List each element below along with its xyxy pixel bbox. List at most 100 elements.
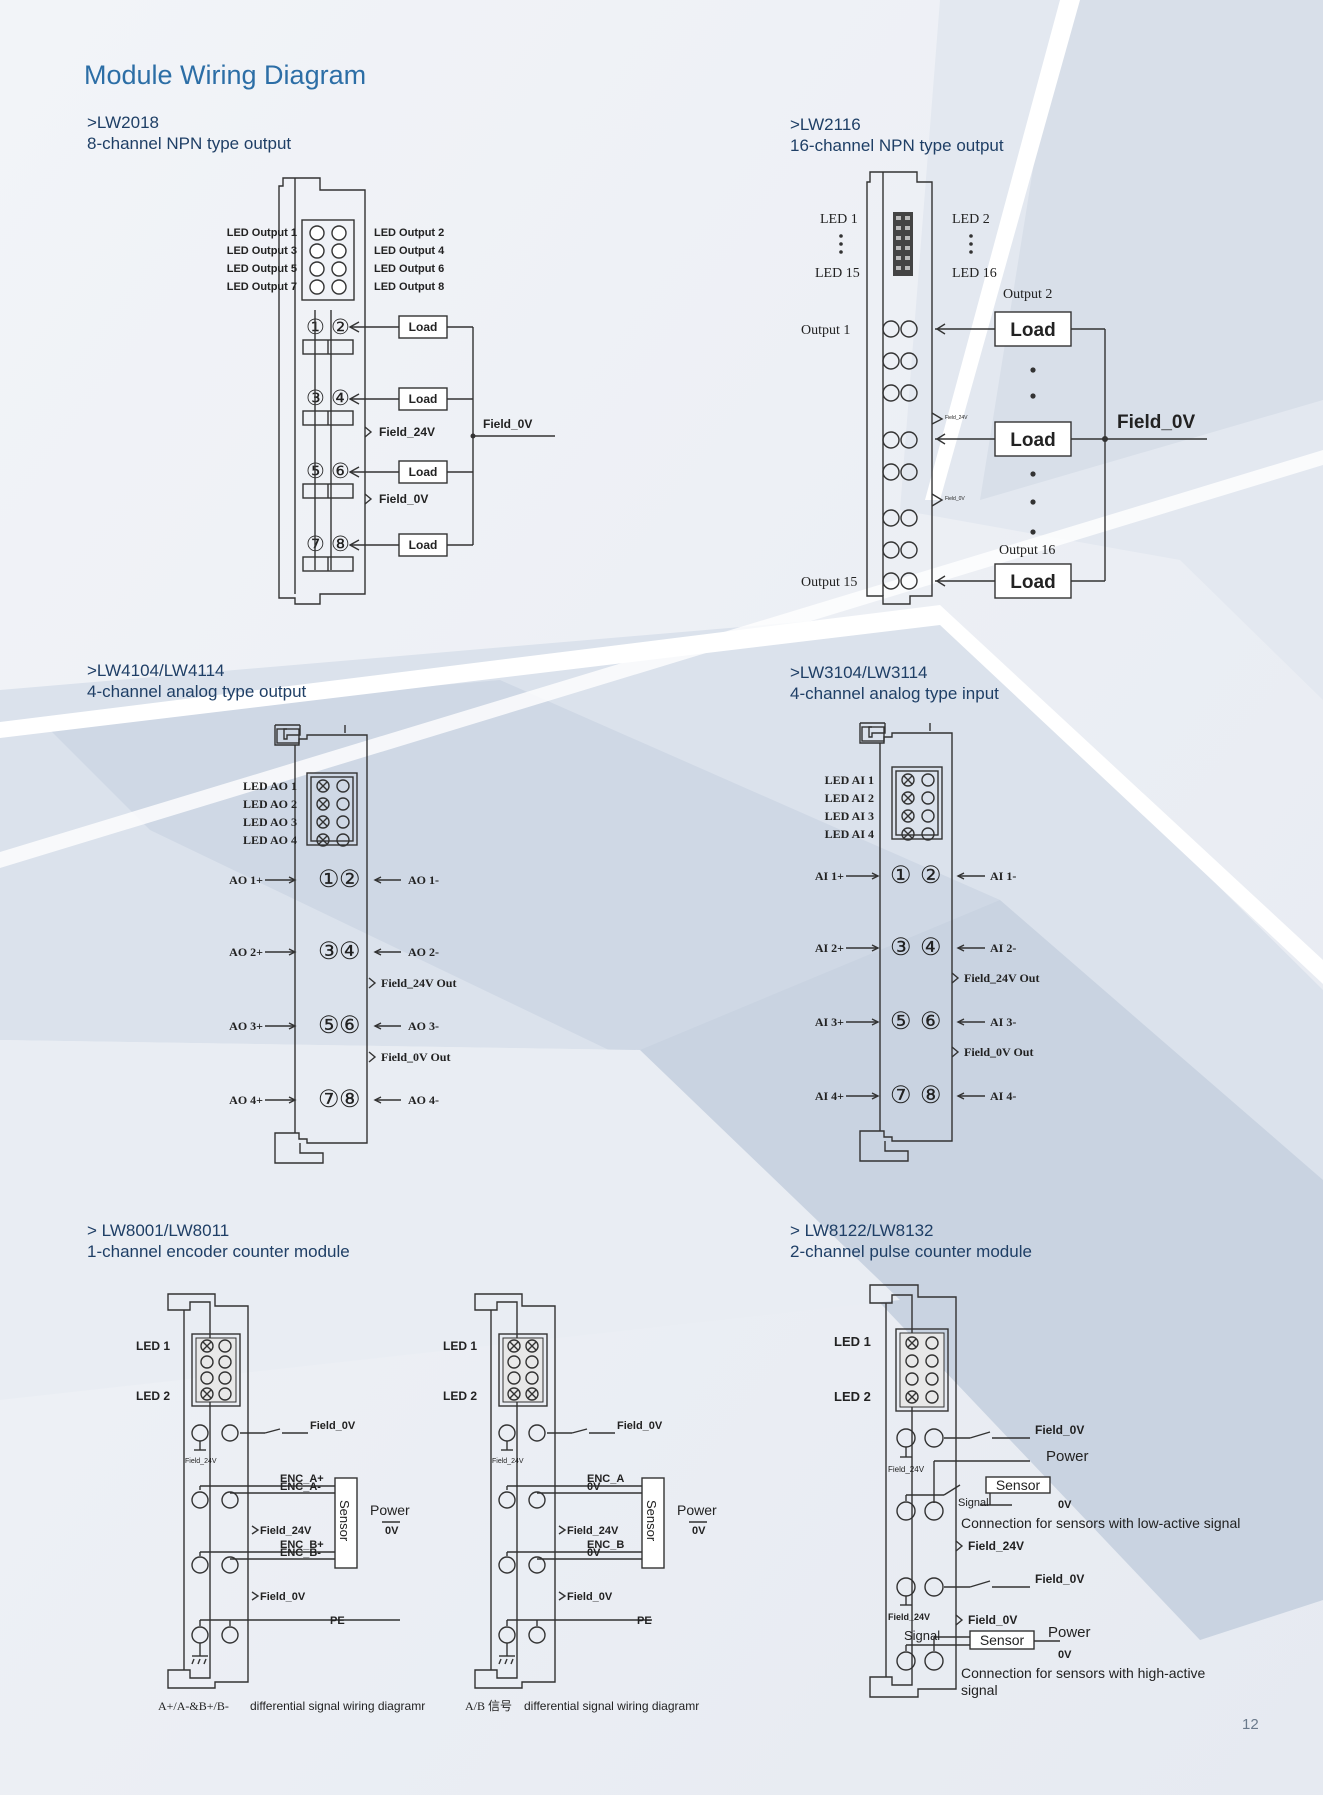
module-code: >LW4104/LW4114 xyxy=(87,661,225,680)
caption-prefix: A+/A-&B+/B- xyxy=(158,1699,229,1713)
terminal-pin: ⑦ xyxy=(890,1082,912,1109)
field-24v-label: Field_24V xyxy=(567,1525,619,1537)
led-label: LED 1 xyxy=(136,1339,170,1353)
ai-minus-label: AI 3- xyxy=(990,1015,1016,1029)
terminal-pin: ⑥ xyxy=(920,1008,942,1035)
ao-minus-label: AO 3- xyxy=(408,1019,439,1033)
led-label: LED Output 8 xyxy=(374,281,444,293)
sensor-label: Sensor xyxy=(980,1632,1025,1648)
diagram-lw2116: LED 1 LED 15 LED 2 LED 16 Field_24V Fiel… xyxy=(801,171,1207,605)
led-label: LED Output 1 xyxy=(227,227,297,239)
page-title: Module Wiring Diagram xyxy=(84,60,367,90)
signal-label: ENC_A- xyxy=(280,1481,321,1493)
load-label: Load xyxy=(409,465,438,479)
pe-label: PE xyxy=(637,1615,652,1627)
output-label: Output 16 xyxy=(999,543,1055,558)
led-label: LED AO 1 xyxy=(243,779,297,793)
led-label: LED AO 2 xyxy=(243,797,297,811)
field-0v-bus-label: Field_0V xyxy=(483,417,532,431)
terminal-pin: ⑧ xyxy=(339,1086,361,1113)
sensor-label: Sensor xyxy=(644,1500,659,1542)
field-24v-label: Field_24V xyxy=(968,1539,1024,1553)
field-0v-label: Field_0V xyxy=(379,492,428,506)
module-code: > LW8122/LW8132 xyxy=(790,1221,934,1240)
led-label: LED 16 xyxy=(952,266,997,281)
field-0v-label: Field_0V xyxy=(567,1591,613,1603)
ao-plus-label: AO 4+ xyxy=(229,1093,263,1107)
zero-v-label: 0V xyxy=(1058,1499,1072,1511)
ai-minus-label: AI 1- xyxy=(990,869,1016,883)
signal-label: ENC_B xyxy=(587,1539,624,1551)
power-label: Power xyxy=(1048,1624,1091,1641)
sensor-label: Sensor xyxy=(337,1500,352,1542)
led-label: LED Output 4 xyxy=(374,245,445,257)
ao-minus-label: AO 4- xyxy=(408,1093,439,1107)
terminal-column xyxy=(882,320,944,590)
terminal-pin: ⑥ xyxy=(331,460,350,483)
sensor-label: Sensor xyxy=(996,1477,1041,1493)
diagram-lw8122: LED 1 LED 2 Sensor Sensor Field_0V Power… xyxy=(834,1284,1240,1698)
module-description: 4-channel analog type output xyxy=(87,682,307,701)
terminal-pin: ⑧ xyxy=(920,1082,942,1109)
power-label: Power xyxy=(370,1502,410,1518)
led-label: LED Output 2 xyxy=(374,227,444,239)
led-label: LED 15 xyxy=(815,266,860,281)
ai-minus-label: AI 4- xyxy=(990,1089,1016,1103)
led-label: LED AI 2 xyxy=(825,791,874,805)
led-indicators xyxy=(309,225,347,295)
field-24v-small-label: Field_24V xyxy=(888,1612,930,1622)
load-boxes xyxy=(994,311,1072,599)
module-description: 2-channel pulse counter module xyxy=(790,1242,1032,1261)
signal-label: ENC_B+ xyxy=(280,1539,324,1551)
high-active-note: Connection for sensors with high-active xyxy=(961,1665,1206,1681)
signal-label: 0V xyxy=(587,1547,601,1559)
field-0v-small-label: Field_0V xyxy=(945,496,965,502)
load-label: Load xyxy=(1010,572,1055,593)
signal-label: ENC_A xyxy=(587,1473,624,1485)
signal-label: 0V xyxy=(587,1481,601,1493)
load-label: Load xyxy=(1010,430,1055,451)
diagram-lw2018: LED Output 1 LED Output 3 LED Output 5 L… xyxy=(227,177,555,605)
terminal-pin: ① xyxy=(318,866,340,893)
output-label: Output 2 xyxy=(1003,287,1052,302)
field-0v-out-label: Field_0V Out xyxy=(381,1050,450,1064)
signal-label: ENC_A+ xyxy=(280,1473,324,1485)
zero-v-label: 0V xyxy=(1058,1649,1072,1661)
led-label: LED Output 3 xyxy=(227,245,297,257)
section-header-lw2116: >LW2116 16-channel NPN type output xyxy=(790,114,1004,156)
signal-label: Signal xyxy=(904,1628,940,1643)
led-label: LED AO 4 xyxy=(243,833,297,847)
ai-plus-label: AI 3+ xyxy=(815,1015,844,1029)
led-label: LED AI 3 xyxy=(825,809,874,823)
module-code: > LW8001/LW8011 xyxy=(87,1221,230,1240)
ao-plus-label: AO 3+ xyxy=(229,1019,263,1033)
section-header-lw2018: >LW2018 8-channel NPN type output xyxy=(87,112,291,154)
diagram-lw8001-differential: LED 1 LED 2 Sensor Field_0V Field_24V EN… xyxy=(136,1293,425,1713)
low-active-note: Connection for sensors with low-active s… xyxy=(961,1515,1240,1531)
led-label: LED 2 xyxy=(834,1389,871,1404)
field-0v-label: Field_0V xyxy=(310,1420,356,1432)
terminal-pin: ② xyxy=(920,862,942,889)
led-label: LED 1 xyxy=(443,1339,477,1353)
diagram-caption: differential signal wiring diagramr xyxy=(250,1699,425,1713)
ai-plus-label: AI 2+ xyxy=(815,941,844,955)
section-header-lw4104: >LW4104/LW4114 4-channel analog type out… xyxy=(87,660,306,702)
field-0v-label: Field_0V xyxy=(617,1420,663,1432)
field-24v-small-label: Field_24V xyxy=(888,1465,925,1474)
ao-minus-label: AO 1- xyxy=(408,873,439,887)
field-24v-small-label: Field_24V xyxy=(945,415,968,421)
led-label: LED AI 1 xyxy=(825,773,874,787)
page-number: 12 xyxy=(1242,1716,1259,1733)
terminal-pin: ③ xyxy=(318,938,340,965)
diagram-lw8001-single-ended: LED 1 LED 2 Sensor Field_0V Field_24V EN… xyxy=(443,1293,717,1713)
field-0v-label: Field_0V xyxy=(1035,1423,1084,1437)
terminal-pin: ⑤ xyxy=(890,1008,912,1035)
load-label: Load xyxy=(409,320,438,334)
zero-v-label: 0V xyxy=(692,1525,706,1537)
led-label: LED 1 xyxy=(834,1334,871,1349)
field-0v-label: Field_0V xyxy=(1035,1572,1084,1586)
section-header-lw8122: > LW8122/LW8132 2-channel pulse counter … xyxy=(790,1220,1032,1262)
ai-plus-label: AI 4+ xyxy=(815,1089,844,1103)
field-24v-label: Field_24V xyxy=(379,425,435,439)
field-0v-label: Field_0V xyxy=(260,1591,306,1603)
